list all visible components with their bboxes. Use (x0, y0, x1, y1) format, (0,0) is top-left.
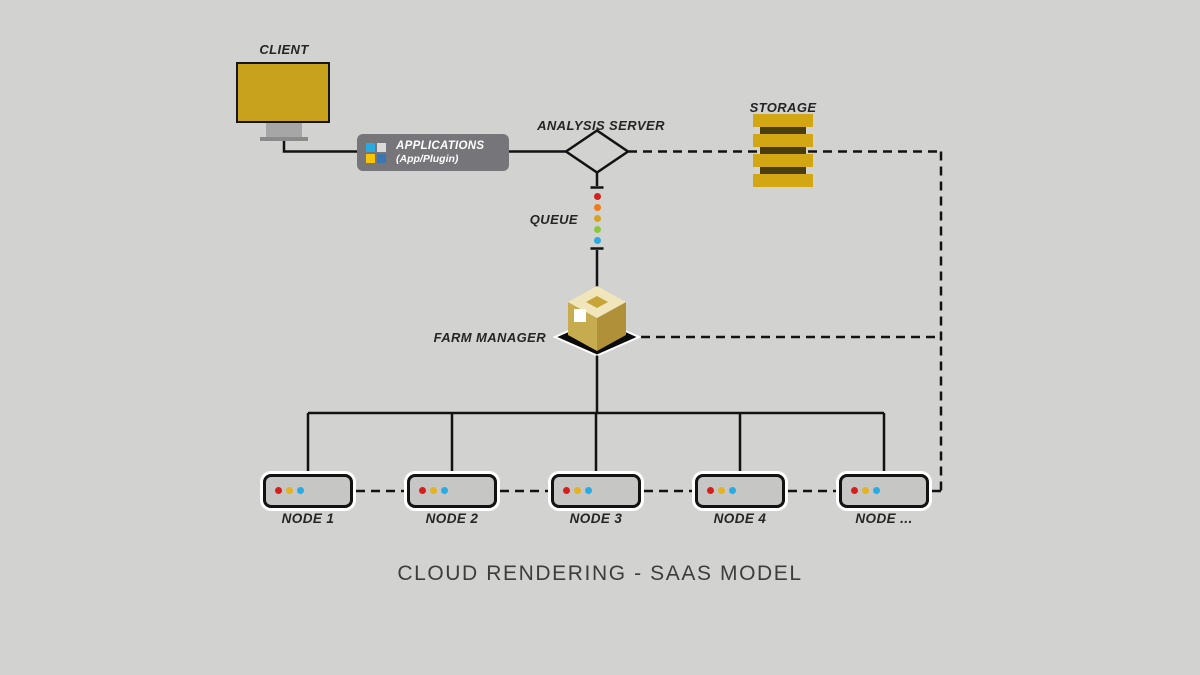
node-dot-gold (574, 487, 581, 494)
node-dot-blue (585, 487, 592, 494)
queue-dot-gold (593, 214, 601, 222)
node-2-box (407, 474, 497, 508)
storage-icon (753, 114, 813, 187)
app-icon-square-yellow (366, 153, 375, 163)
farm-manager-cube-top-hole (586, 296, 608, 308)
node-dot-red (419, 487, 426, 494)
node-dot-gold (862, 487, 869, 494)
client-to-applications-line (282, 140, 357, 153)
node-dot-red (563, 487, 570, 494)
app-icon-square-cyan (366, 142, 375, 152)
node-dot-blue (441, 487, 448, 494)
node-dot-red (275, 487, 282, 494)
queue-dot-blue (593, 236, 601, 244)
applications-grid-icon (366, 142, 386, 163)
node-4-label: NODE 4 (713, 511, 767, 526)
storage-bar (753, 154, 813, 167)
node-dot-gold (430, 487, 437, 494)
queue-dot-red (593, 192, 601, 200)
applications-subtitle: (App/Plugin) (396, 153, 459, 166)
node-1-box (263, 474, 353, 508)
node-4-box (695, 474, 785, 508)
node-dot-red (851, 487, 858, 494)
diagram-title: CLOUD RENDERING - SAAS MODEL (397, 562, 803, 585)
node-dot-blue (873, 487, 880, 494)
queue-dot-orange (593, 203, 601, 211)
storage-label: STORAGE (749, 100, 817, 115)
node-5-label: NODE ... (855, 511, 913, 526)
storage-bar (753, 134, 813, 147)
applications-box: APPLICATIONS (App/Plugin) (357, 134, 509, 171)
storage-bar-dark (760, 127, 806, 134)
client-monitor-stand (266, 123, 302, 137)
node-dot-gold (286, 487, 293, 494)
app-icon-square-white (377, 142, 386, 152)
queue-label: QUEUE (529, 212, 578, 227)
client-monitor-base (260, 137, 308, 141)
node-3-box (551, 474, 641, 508)
node-2-label: NODE 2 (425, 511, 479, 526)
storage-bar (753, 174, 813, 187)
node-dot-gold (718, 487, 725, 494)
client-label: CLIENT (259, 42, 309, 57)
node-5-box (839, 474, 929, 508)
node-dot-blue (297, 487, 304, 494)
storage-bar (753, 114, 813, 127)
client-monitor-icon (236, 62, 330, 123)
analysis-server-diamond (563, 128, 631, 175)
farm-manager-label: FARM MANAGER (433, 330, 546, 345)
node-3-label: NODE 3 (569, 511, 623, 526)
queue-dot-green (593, 225, 601, 233)
node-1-label: NODE 1 (281, 511, 335, 526)
storage-bar-dark (760, 167, 806, 174)
analysis-server-label: ANALYSIS SERVER (537, 118, 665, 133)
app-icon-square-blue (377, 153, 386, 163)
node-dot-red (707, 487, 714, 494)
storage-bar-dark (760, 147, 806, 154)
node-dot-blue (729, 487, 736, 494)
farm-manager-cube-window (574, 309, 586, 322)
farm-manager-cube-right-face (597, 302, 626, 351)
applications-title: APPLICATIONS (396, 139, 485, 152)
